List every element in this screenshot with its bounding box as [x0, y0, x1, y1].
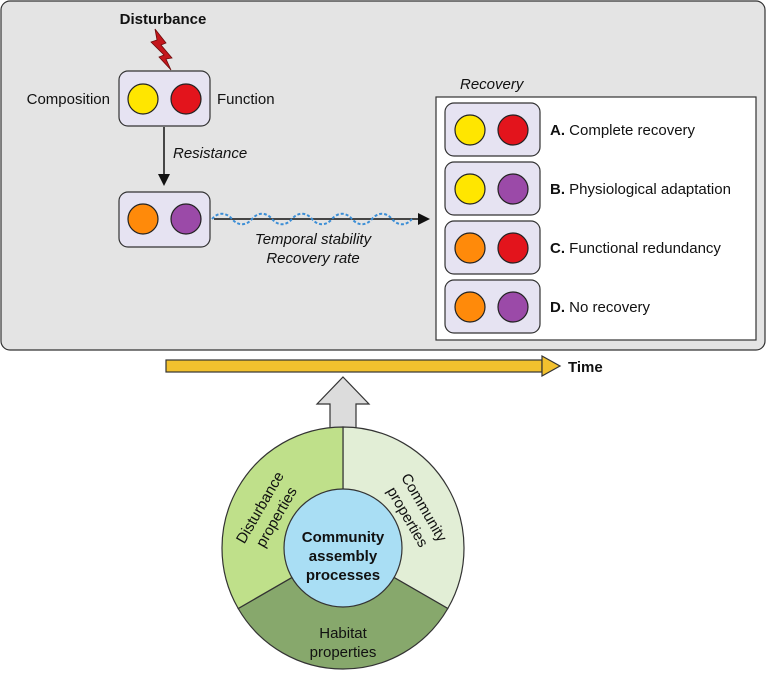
center-label-line-1: Community — [302, 529, 385, 546]
disturbed-function-circle — [170, 203, 202, 235]
outcome-text: Physiological adaptation — [565, 181, 731, 198]
fluctuation-wave — [211, 212, 413, 226]
outcome-row: B. Physiological adaptation — [444, 161, 731, 216]
outcome-function-circle — [497, 173, 529, 205]
influence-arrow — [315, 376, 371, 431]
outcome-text: No recovery — [565, 299, 651, 316]
outcome-letter: A. — [550, 122, 565, 139]
assembly-wheel: Community assembly processes Disturbance… — [221, 426, 465, 670]
outcome-label: A. Complete recovery — [550, 122, 696, 139]
outcome-composition-circle — [454, 232, 486, 264]
center-circle — [283, 488, 403, 608]
disturbed-composition-circle — [127, 203, 159, 235]
habitat-sector-line-1: Habitat — [319, 625, 367, 642]
outcome-composition-circle — [454, 114, 486, 146]
outcome-row: C. Functional redundancy — [444, 220, 721, 275]
resistance-label: Resistance — [173, 145, 247, 162]
temporal-stability-label: Temporal stability — [255, 231, 373, 248]
habitat-sector-line-2: properties — [310, 644, 377, 661]
center-label-line-2: assembly — [309, 548, 378, 565]
outcome-letter: D. — [550, 299, 565, 316]
time-arrow-head — [541, 354, 562, 378]
outcome-text: Complete recovery — [565, 122, 696, 139]
outcome-label: C. Functional redundancy — [550, 240, 721, 257]
lightning-icon — [150, 28, 173, 71]
outcome-row: D. No recovery — [444, 279, 651, 334]
function-circle — [170, 83, 202, 115]
composition-circle — [127, 83, 159, 115]
composition-label: Composition — [27, 91, 110, 108]
outcome-composition-circle — [454, 291, 486, 323]
outcome-function-circle — [497, 291, 529, 323]
outcome-letter: C. — [550, 240, 565, 257]
outcome-function-circle — [497, 114, 529, 146]
outcome-text: Functional redundancy — [565, 240, 721, 257]
outcome-label: D. No recovery — [550, 299, 651, 316]
recovery-arrowhead — [418, 213, 430, 225]
recovery-title: Recovery — [460, 76, 525, 93]
outcome-function-circle — [497, 232, 529, 264]
function-label: Function — [217, 91, 275, 108]
outcome-composition-circle — [454, 173, 486, 205]
time-arrow-shaft — [165, 359, 543, 373]
outcome-letter: B. — [550, 181, 565, 198]
outcome-row: A. Complete recovery — [444, 102, 696, 157]
disturbance-title: Disturbance — [120, 11, 207, 28]
recovery-rate-label: Recovery rate — [266, 250, 359, 267]
time-label: Time — [568, 359, 603, 376]
center-label-line-3: processes — [306, 567, 380, 584]
outcome-label: B. Physiological adaptation — [550, 181, 731, 198]
resistance-arrowhead — [158, 174, 170, 186]
